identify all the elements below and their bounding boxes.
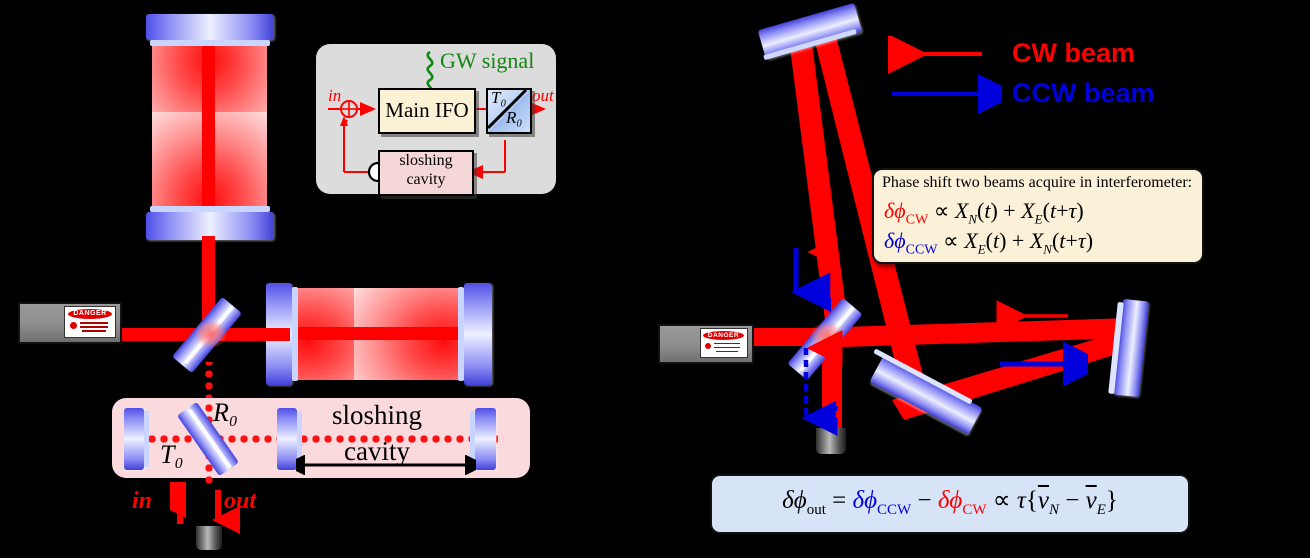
block-sloshing-line1: sloshing (399, 152, 453, 169)
block-bs-r0-label: R₀ (506, 108, 523, 127)
north-input-mirror (146, 206, 274, 240)
phase-shift-eq-ccw: δϕCCW ∝ XE(t) + XN(t+τ) (884, 228, 1093, 258)
north-arm-beam (152, 44, 267, 214)
sloshing-t0-label: T₀ (160, 440, 184, 469)
block-beamsplitter: T₀ R₀ (486, 88, 532, 134)
laser-source-right: DANGER (658, 324, 754, 364)
result-equals: = (832, 487, 847, 514)
eq-cw-rhs: ∝ XN(t) + XE(t+τ) (933, 198, 1084, 227)
result-term2: δϕ (937, 487, 963, 514)
left-panel: DANGER (0, 0, 560, 558)
sloshing-r0-label: R₀ (213, 398, 238, 427)
right-panel: DANGER (658, 0, 1310, 558)
laser-danger-badge-right: DANGER (703, 331, 744, 340)
laser-source: DANGER (18, 302, 122, 344)
sagnac-top-mirror (757, 2, 870, 61)
result-term2-sub: CW (962, 502, 987, 518)
legend-cw-label: CW beam (1012, 38, 1136, 68)
result-equation: δϕout = δϕCCW − δϕCW ∝ τ{vN − vE} (712, 485, 1188, 519)
eq-ccw-lhs-sub: CCW (905, 242, 938, 258)
result-prop: ∝ (992, 487, 1011, 514)
sagnac-direction-arrows (791, 248, 1088, 436)
block-bs-t0-label: T₀ (491, 88, 507, 107)
main-ifo-label: Main IFO (385, 98, 469, 122)
result-box: δϕout = δϕCCW − δϕCW ∝ τ{vN − vE} (710, 474, 1190, 534)
sloshing-length-arrow (296, 455, 476, 475)
east-arm-beam (288, 288, 464, 380)
result-tail: τ{vN − vE} (1016, 487, 1118, 518)
result-term1-sub: CCW (877, 502, 912, 518)
result-lhs-sub: out (806, 502, 826, 518)
sloshing-east-mirror (470, 408, 496, 470)
block-sloshing-line2: cavity (406, 171, 446, 188)
block-in-label: in (328, 86, 342, 105)
eq-cw-lhs-sub: CW (905, 212, 929, 228)
north-end-mirror (146, 14, 274, 48)
legend-arrows (888, 36, 1002, 114)
laser-danger-badge: DANGER (68, 309, 112, 319)
north-arm-link-beam (202, 236, 215, 328)
block-sloshing-cavity: sloshing cavity (378, 150, 474, 196)
eq-cw-lhs: δϕ (884, 198, 906, 223)
in-out-arrows (170, 482, 240, 534)
result-minus: − (917, 487, 932, 514)
photodetector-left (196, 526, 222, 550)
gw-signal-label: GW signal (440, 48, 535, 73)
block-out-label: out (532, 86, 554, 105)
east-end-mirror (458, 283, 492, 385)
sloshing-middle-mirror (277, 408, 303, 470)
sloshing-in-label: in (132, 488, 153, 514)
result-term1: δϕ (852, 487, 878, 514)
sagnac-right-mirror (1108, 298, 1158, 400)
phase-shift-note-box: Phase shift two beams acquire in interfe… (872, 168, 1204, 264)
sloshing-west-mirror (124, 408, 150, 470)
phase-shift-note-title: Phase shift two beams acquire in interfe… (882, 174, 1193, 191)
phase-shift-eq-cw: δϕCW ∝ XN(t) + XE(t+τ) (884, 198, 1084, 228)
sloshing-cavity-label-line1: sloshing (332, 400, 423, 430)
main-ifo-block: Main IFO (378, 88, 476, 134)
eq-ccw-lhs: δϕ (884, 228, 906, 253)
main-beamsplitter (171, 296, 246, 376)
result-lhs: δϕ (782, 487, 807, 514)
eq-ccw-rhs: ∝ XE(t) + XN(t+τ) (943, 228, 1094, 257)
legend-ccw-label: CCW beam (1012, 78, 1155, 108)
